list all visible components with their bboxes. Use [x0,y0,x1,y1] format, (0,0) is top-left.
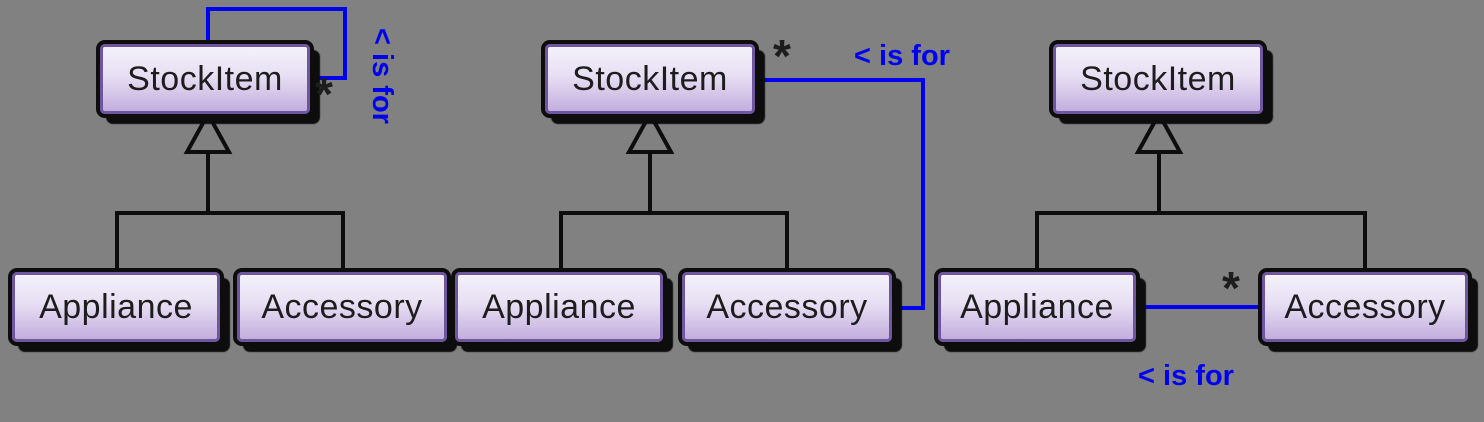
class-box-accessory-2: Accessory [682,272,892,342]
association-label: < is for [1138,360,1234,392]
class-name: Accessory [706,287,868,326]
generalization-bracket [115,211,345,272]
generalization-arrowhead [625,109,675,154]
self-association-line [206,7,347,80]
association-line [756,78,925,310]
class-box-stockitem-3: StockItem [1053,44,1263,114]
class-box-appliance-3: Appliance [938,272,1136,342]
multiplicity-star: * [773,30,791,82]
class-box-stockitem-2: StockItem [545,44,755,114]
diagram2-connectors [559,78,925,310]
class-box-stockitem-1: StockItem [100,44,310,114]
class-box-accessory-3: Accessory [1262,272,1468,342]
class-name: StockItem [572,59,728,98]
association-label: < is for [366,28,398,124]
class-name: Appliance [39,287,193,326]
class-name: Appliance [482,287,636,326]
diagram1-connectors [115,7,347,272]
class-name: StockItem [1080,59,1236,98]
multiplicity-star: * [1222,262,1240,314]
class-name: Accessory [261,287,423,326]
class-name: StockItem [127,59,283,98]
class-box-appliance-2: Appliance [455,272,663,342]
generalization-bracket [1035,211,1367,272]
multiplicity-star: * [315,68,333,120]
generalization-arrowhead [183,109,233,154]
class-name: Accessory [1284,287,1446,326]
generalization-bracket [559,211,789,272]
class-name: Appliance [960,287,1114,326]
class-box-appliance-1: Appliance [12,272,220,342]
diagram3-connectors [1035,109,1367,309]
generalization-arrowhead [1134,109,1184,154]
class-box-accessory-1: Accessory [237,272,447,342]
association-label: < is for [854,40,950,72]
